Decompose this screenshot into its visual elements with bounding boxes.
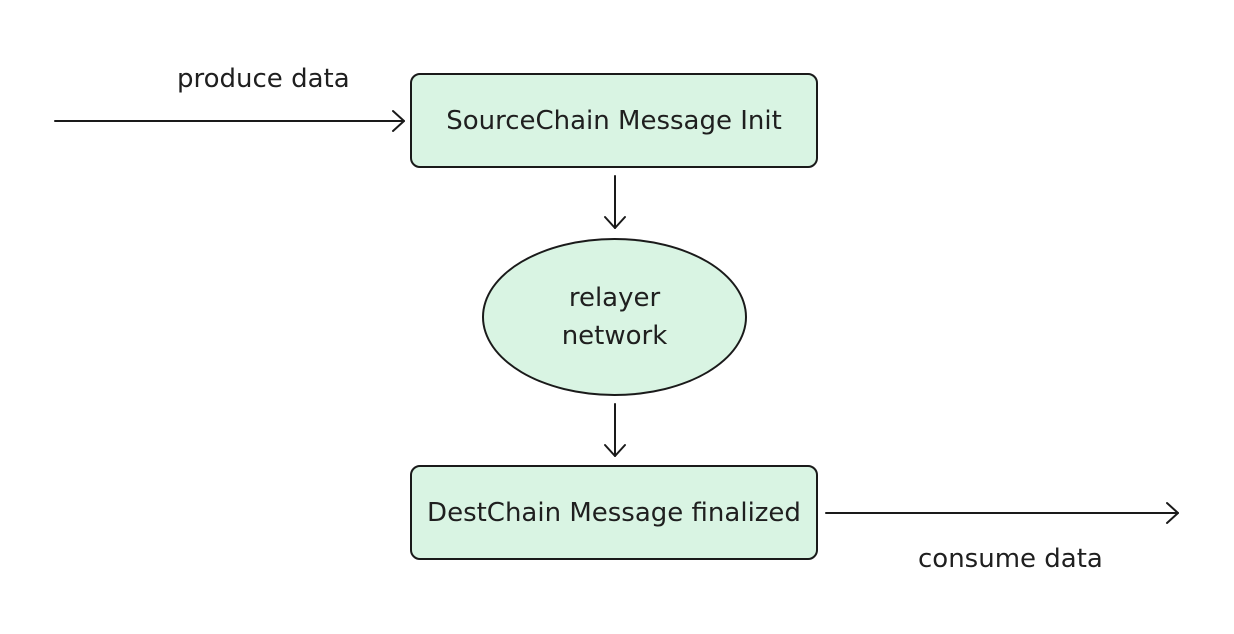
- output-arrow: [825, 502, 1179, 524]
- dest-chain-node-label: DestChain Message finalized: [427, 497, 801, 528]
- relayer-network-node: relayer network: [482, 238, 747, 396]
- source-chain-node-label: SourceChain Message Init: [446, 105, 782, 136]
- source-chain-node: SourceChain Message Init: [410, 73, 818, 168]
- relayer-network-label-line2: network: [561, 321, 668, 351]
- source-to-relayer-arrow: [604, 175, 626, 229]
- input-arrow: [54, 110, 405, 132]
- relayer-to-dest-arrow: [604, 403, 626, 457]
- relayer-network-label-line1: relayer: [568, 283, 661, 313]
- dest-chain-node: DestChain Message finalized: [410, 465, 818, 560]
- input-label: produce data: [177, 64, 350, 94]
- output-label: consume data: [918, 544, 1103, 574]
